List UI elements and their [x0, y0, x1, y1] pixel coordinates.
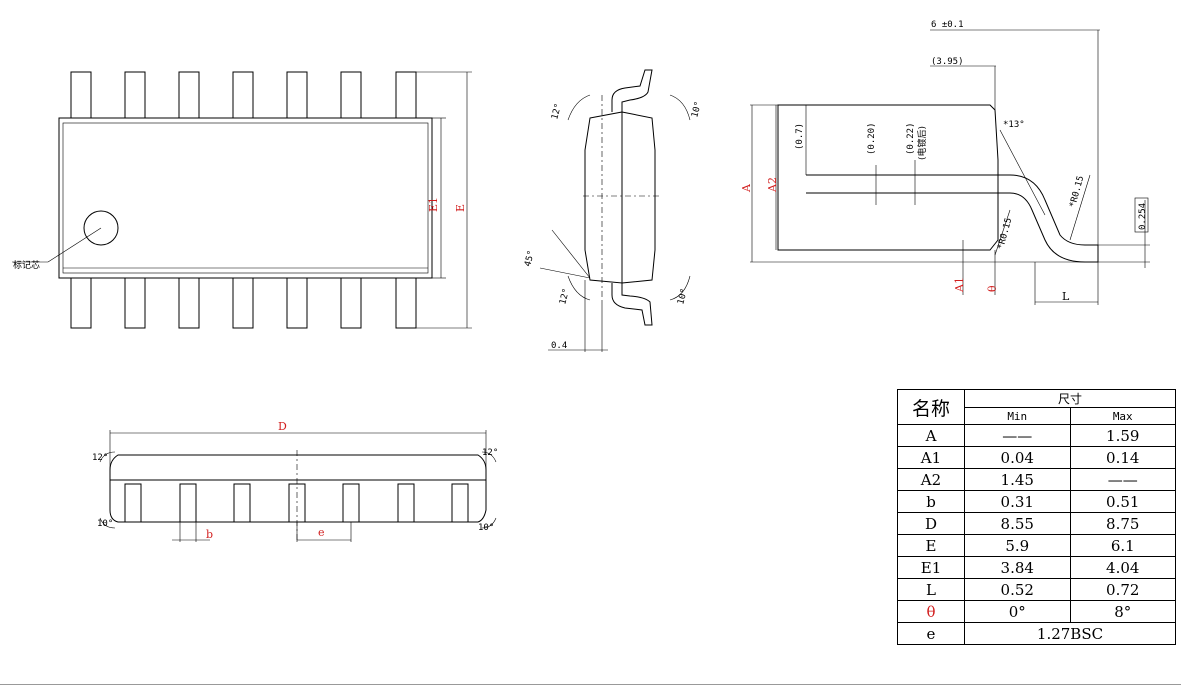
front-view-body	[109, 454, 487, 523]
header-size: 尺寸	[964, 389, 1176, 408]
dim-A2: A2	[766, 177, 779, 193]
row-symbol: A2	[897, 468, 965, 491]
row-symbol: A1	[897, 446, 965, 469]
dim-width: 6 ±0.1	[931, 20, 964, 30]
dim-A: A	[740, 183, 753, 193]
row-min: 8.55	[964, 512, 1071, 535]
dim-0-4: 0.4	[551, 341, 567, 351]
dim-3-95: (3.95)	[931, 57, 964, 67]
header-name: 名称	[897, 389, 965, 425]
row-symbol: E	[897, 534, 965, 557]
row-max: 8°	[1069, 600, 1176, 623]
row-min: ——	[964, 424, 1071, 447]
angle-12-top: 12°	[550, 102, 564, 120]
angle-br: 10°	[478, 523, 494, 533]
dim-0-20: (0.20)	[867, 122, 877, 155]
row-max: ——	[1069, 468, 1176, 491]
dim-E-label: E	[454, 204, 467, 212]
dim-0-7: (0.7)	[795, 123, 805, 150]
front-view-pins	[124, 483, 469, 523]
row-max: 8.75	[1069, 512, 1176, 535]
angle-12-bottom: 12°	[558, 287, 572, 305]
table-row: A —— 1.59	[897, 424, 1176, 447]
dim-theta: θ	[986, 285, 999, 292]
mark-label: 标记芯	[13, 259, 40, 271]
row-symbol: E1	[897, 556, 965, 579]
angle-10-top: 10°	[690, 100, 704, 118]
row-min: 1.45	[964, 468, 1071, 491]
angle-45: 45°	[523, 249, 537, 267]
angle-10-bottom: 10°	[676, 287, 690, 305]
row-max: 0.72	[1069, 578, 1176, 601]
front-view: D 12° 12° 10° 10° b e	[92, 420, 498, 542]
bottom-rule	[0, 684, 1181, 685]
top-view-body	[58, 117, 433, 279]
row-min: 0.04	[964, 446, 1071, 469]
angle-13: *13°	[1003, 120, 1025, 130]
table-row: L 0.52 0.72	[897, 578, 1176, 601]
angle-tl: 12°	[92, 453, 108, 463]
table-row: e 1.27BSC	[897, 622, 1176, 645]
table-row: b 0.31 0.51	[897, 490, 1176, 513]
side-view-body	[584, 111, 623, 284]
dimension-table: 名称 尺寸 Min Max A —— 1.59 A1 0.04 0.14 A2 …	[897, 389, 1176, 645]
row-min: 3.84	[964, 556, 1071, 579]
table-row: D 8.55 8.75	[897, 512, 1176, 535]
profile-body	[777, 104, 999, 251]
pin1-mark-circle	[83, 210, 119, 246]
top-view: 标记芯 E1 E	[12, 71, 472, 329]
side-view: 12° 10° 45° 12° 10° 0.4	[523, 69, 704, 352]
row-symbol: D	[897, 512, 965, 535]
dim-0-22: (0.22)	[906, 122, 916, 155]
table-row: θ 0° 8°	[897, 600, 1176, 623]
table-row: A1 0.04 0.14	[897, 446, 1176, 469]
dim-D: D	[278, 420, 287, 433]
row-min: 0°	[964, 600, 1071, 623]
header-max: Max	[1069, 407, 1176, 425]
table-row: E 5.9 6.1	[897, 534, 1176, 557]
top-pins	[70, 71, 417, 119]
header-min: Min	[964, 407, 1071, 425]
dim-e: e	[318, 526, 325, 539]
angle-tr: 12°	[482, 448, 498, 458]
dim-A1: A1	[953, 277, 966, 293]
row-max: 4.04	[1069, 556, 1176, 579]
dim-E1-label: E1	[427, 197, 440, 212]
dim-0-254: 0.254	[1138, 203, 1148, 230]
row-min: 0.52	[964, 578, 1071, 601]
side-view-bottom-lead	[611, 283, 653, 326]
row-symbol: L	[897, 578, 965, 601]
radius-top: *R0.15	[1068, 175, 1086, 209]
row-min: 0.31	[964, 490, 1071, 513]
side-view-top-lead	[611, 69, 653, 112]
table-row: A2 1.45 ——	[897, 468, 1176, 491]
profile-view: 6 ±0.1 (3.95) (0.7) (0.20) (0.22) (电镀后) …	[740, 20, 1150, 305]
row-symbol: A	[897, 424, 965, 447]
row-value: 1.27BSC	[964, 622, 1176, 645]
row-max: 0.51	[1069, 490, 1176, 513]
row-max: 1.59	[1069, 424, 1176, 447]
note-plated: (电镀后)	[916, 126, 928, 160]
dim-b: b	[206, 528, 213, 541]
row-max: 0.14	[1069, 446, 1176, 469]
top-view-inner-body	[62, 122, 429, 274]
row-min: 5.9	[964, 534, 1071, 557]
radius-bottom: *R0.15	[996, 217, 1014, 251]
row-symbol: b	[897, 490, 965, 513]
table-row: E1 3.84 4.04	[897, 556, 1176, 579]
row-max: 6.1	[1069, 534, 1176, 557]
angle-bl: 10°	[97, 519, 113, 529]
dim-L: L	[1062, 290, 1070, 303]
row-symbol: e	[897, 622, 965, 645]
row-symbol: θ	[897, 600, 965, 623]
bottom-pins	[70, 277, 417, 329]
